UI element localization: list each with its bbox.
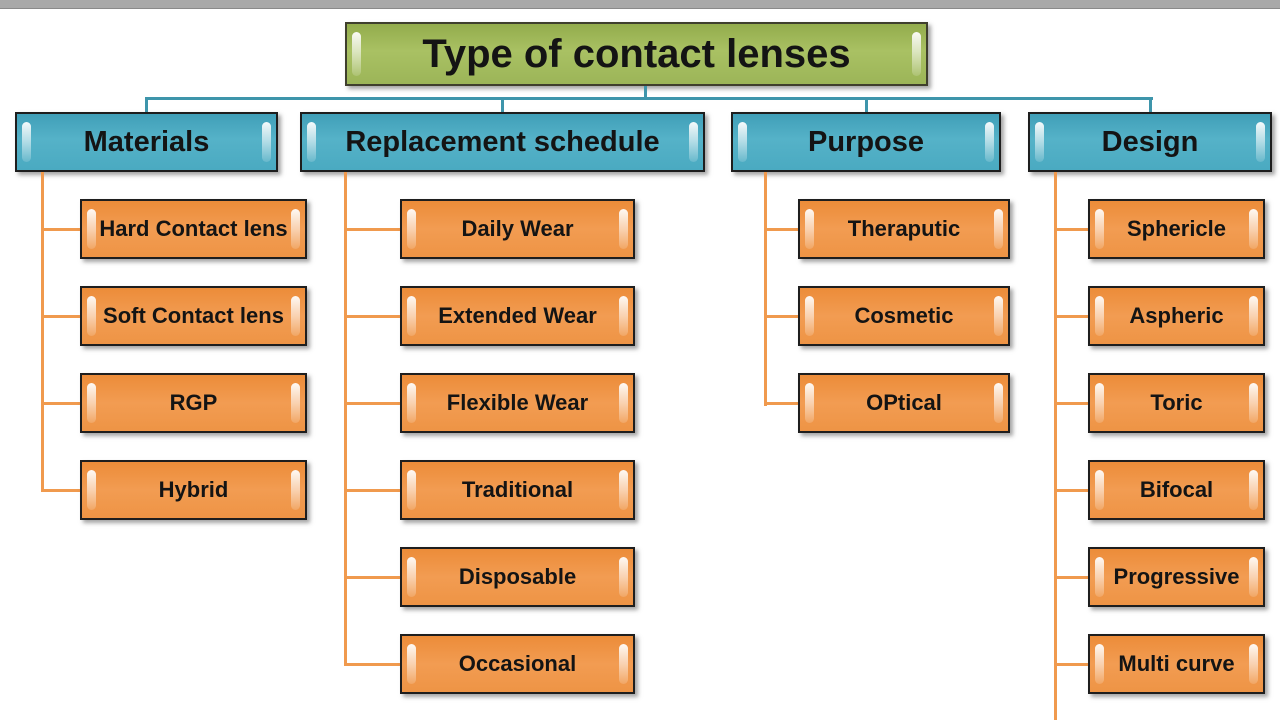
connector-purpose-stub-3 xyxy=(764,402,798,405)
node-sphericle: Sphericle xyxy=(1088,199,1265,259)
connector-stub-purpose xyxy=(865,99,868,113)
node-occasional: Occasional xyxy=(400,634,635,694)
branch-header-purpose: Purpose xyxy=(731,112,1001,172)
connector-design-stub-6 xyxy=(1054,663,1088,666)
node-aspheric: Aspheric xyxy=(1088,286,1265,346)
node-optical: OPtical xyxy=(798,373,1010,433)
connector-replacement-stub-3 xyxy=(344,402,400,405)
node-flexible-wear: Flexible Wear xyxy=(400,373,635,433)
connector-replacement-stub-4 xyxy=(344,489,400,492)
node-rgp: RGP xyxy=(80,373,307,433)
node-cosmetic: Cosmetic xyxy=(798,286,1010,346)
node-multi-curve: Multi curve xyxy=(1088,634,1265,694)
node-traditional: Traditional xyxy=(400,460,635,520)
connector-replacement-vertical xyxy=(344,172,347,666)
node-toric: Toric xyxy=(1088,373,1265,433)
connector-design-vertical xyxy=(1054,172,1057,720)
connector-stub-materials xyxy=(145,99,148,113)
connector-design-stub-3 xyxy=(1054,402,1088,405)
connector-materials-stub-2 xyxy=(41,315,80,318)
node-extended-wear: Extended Wear xyxy=(400,286,635,346)
node-hard-contact-lens: Hard Contact lens xyxy=(80,199,307,259)
node-hybrid: Hybrid xyxy=(80,460,307,520)
diagram-title: Type of contact lenses xyxy=(345,22,928,86)
connector-title-stub xyxy=(644,86,647,98)
connector-materials-stub-3 xyxy=(41,402,80,405)
connector-design-stub-1 xyxy=(1054,228,1088,231)
connector-purpose-stub-2 xyxy=(764,315,798,318)
connector-replacement-stub-1 xyxy=(344,228,400,231)
connector-stub-replacement xyxy=(501,99,504,113)
node-theraputic: Theraputic xyxy=(798,199,1010,259)
connector-design-stub-4 xyxy=(1054,489,1088,492)
connector-materials-stub-4 xyxy=(41,489,80,492)
node-disposable: Disposable xyxy=(400,547,635,607)
node-soft-contact-lens: Soft Contact lens xyxy=(80,286,307,346)
branch-header-replacement-schedule: Replacement schedule xyxy=(300,112,705,172)
connector-design-stub-5 xyxy=(1054,576,1088,579)
node-daily-wear: Daily Wear xyxy=(400,199,635,259)
connector-purpose-stub-1 xyxy=(764,228,798,231)
connector-design-stub-2 xyxy=(1054,315,1088,318)
connector-materials-stub-1 xyxy=(41,228,80,231)
node-progressive: Progressive xyxy=(1088,547,1265,607)
window-top-bar xyxy=(0,0,1280,9)
connector-main-horizontal xyxy=(145,97,1153,100)
connector-replacement-stub-6 xyxy=(344,663,400,666)
branch-header-materials: Materials xyxy=(15,112,278,172)
node-bifocal: Bifocal xyxy=(1088,460,1265,520)
branch-header-design: Design xyxy=(1028,112,1272,172)
connector-stub-design xyxy=(1149,99,1152,113)
connector-replacement-stub-2 xyxy=(344,315,400,318)
connector-materials-vertical xyxy=(41,172,44,492)
connector-replacement-stub-5 xyxy=(344,576,400,579)
connector-purpose-vertical xyxy=(764,172,767,406)
